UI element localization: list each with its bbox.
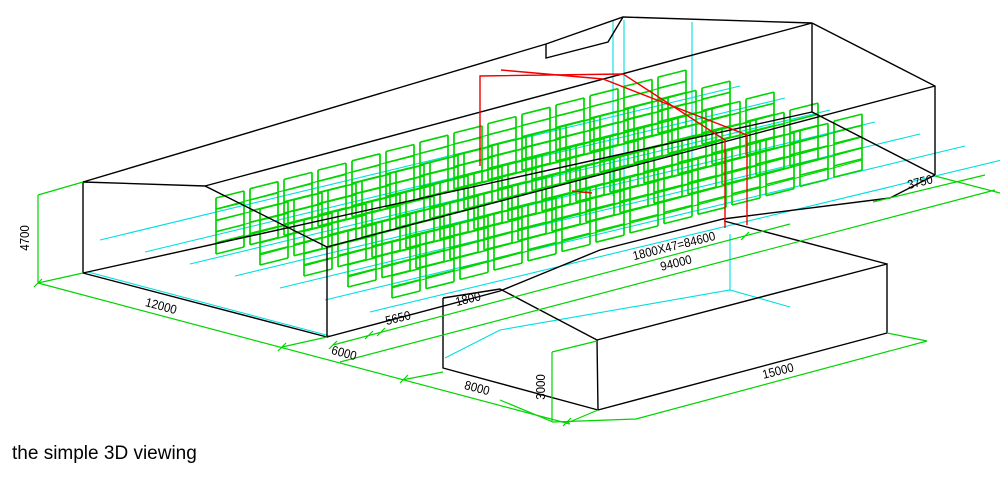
floor-grid-layer (87, 20, 1000, 359)
dimension-label: 6000 (330, 343, 359, 364)
dimension-label: 3000 (534, 374, 549, 400)
highlight-frame-layer (479, 69, 748, 228)
dimension-label: 4700 (18, 225, 33, 251)
rack-frames-layer (215, 69, 863, 299)
view-caption: the simple 3D viewing (12, 443, 197, 464)
building-wireframe-layer (82, 16, 936, 411)
dimension-label: 15000 (761, 360, 796, 382)
dimension-lines-layer (33, 174, 1000, 427)
dimension-label: 12000 (144, 295, 179, 317)
dimension-label: 1800 (454, 289, 483, 309)
dimension-label: 3750 (906, 172, 935, 192)
dimension-label: 8000 (463, 378, 492, 399)
dimension-label: 5650 (384, 308, 413, 328)
